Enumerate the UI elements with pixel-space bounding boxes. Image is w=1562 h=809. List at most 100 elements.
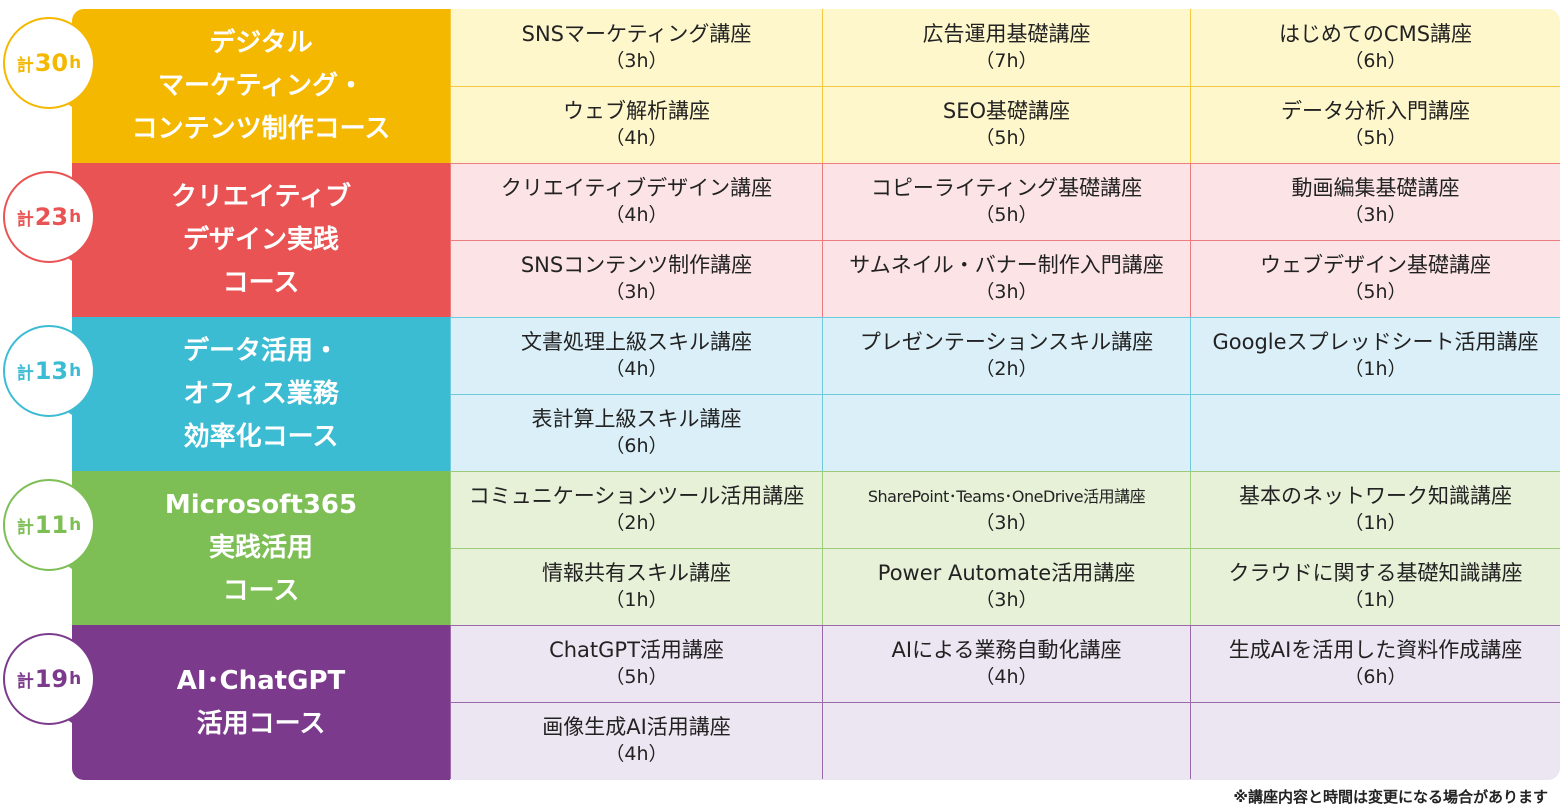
lecture-name: AIによる業務自動化講座	[891, 638, 1122, 662]
lecture-hours: （5h）	[975, 127, 1038, 149]
course-title: クリエイティブデザイン実践コース	[72, 163, 450, 317]
course-title-line: クリエイティブ	[171, 181, 351, 212]
lecture-name: コミュニケーションツール活用講座	[468, 484, 805, 508]
lecture-cell: クラウドに関する基礎知識講座 （1h）	[1190, 548, 1560, 625]
lecture-hours: （1h）	[1344, 512, 1407, 534]
lecture-hours: （4h）	[975, 666, 1038, 688]
lecture-hours: （6h）	[1344, 49, 1407, 72]
total-unit: h	[69, 515, 82, 535]
lecture-cell: コピーライティング基礎講座（5h）	[822, 163, 1190, 240]
lecture-name: ChatGPT活用講座	[549, 638, 724, 662]
lecture-hours: （4h）	[605, 743, 668, 765]
lecture-cell: プレゼンテーションスキル講座 （2h）	[822, 317, 1190, 394]
lecture-name: データ分析入門講座	[1281, 99, 1470, 123]
lecture-name: 文書処理上級スキル講座	[521, 330, 752, 354]
lecture-name: プレゼンテーションスキル講座	[859, 330, 1154, 354]
lecture-name: 動画編集基礎講座	[1291, 176, 1460, 200]
lecture-hours: （5h）	[1344, 281, 1407, 303]
lecture-cell: データ分析入門講座（5h）	[1190, 86, 1560, 163]
lecture-cell: Power Automate活用講座 （3h）	[822, 548, 1190, 625]
lecture-grid: ChatGPT活用講座 （5h） AIによる業務自動化講座 （4h） 生成AIを活用した…	[450, 625, 1560, 780]
lecture-hours: （5h）	[605, 666, 668, 688]
lecture-cell: SNSマーケティング講座（3h）	[450, 9, 822, 86]
lecture-hours: （3h）	[975, 512, 1038, 534]
lecture-hours: （4h）	[605, 204, 668, 226]
course-row: データ活用・オフィス業務効率化コース文書処理上級スキル講座（4h）プレゼンテーシ…	[72, 317, 1560, 471]
total-unit: h	[69, 361, 82, 381]
lecture-cell: 文書処理上級スキル講座 （4h）	[450, 317, 822, 394]
lecture-cell: ウェブ解析講座（4h）	[450, 86, 822, 163]
course-title-line: マーケティング・	[158, 70, 364, 101]
lecture-hours: （7h）	[975, 49, 1038, 72]
lecture-cell: 動画編集基礎講座（3h）	[1190, 163, 1560, 240]
lecture-cell: 基本のネットワーク知識講座 （1h）	[1190, 471, 1560, 548]
lecture-grid: SNSマーケティング講座（3h） 広告運用基礎講座 （7h） はじめてのCMS講座 （6…	[450, 9, 1560, 163]
lecture-name: 表計算上級スキル講座	[531, 407, 742, 431]
lecture-cell: 表計算上級スキル講座 （6h）	[450, 394, 822, 471]
lecture-cell: 画像生成AI活用講座 （4h）	[450, 702, 822, 779]
lecture-grid: 文書処理上級スキル講座 （4h） プレゼンテーションスキル講座 （2h） Googleス…	[450, 317, 1560, 471]
lecture-cell: はじめてのCMS講座 （6h）	[1190, 9, 1560, 86]
lecture-cell: 生成AIを活用した資料作成講座 （6h）	[1190, 625, 1560, 702]
lecture-name: Power Automate活用講座	[877, 561, 1136, 585]
total-unit: h	[69, 669, 82, 689]
lecture-name: 生成AIを活用した資料作成講座	[1228, 638, 1523, 662]
lecture-cell: ChatGPT活用講座 （5h）	[450, 625, 822, 702]
total-label: 計	[16, 671, 34, 692]
lecture-hours: （1h）	[1344, 589, 1407, 611]
lecture-hours: （3h）	[605, 49, 668, 72]
lecture-name: はじめてのCMS講座	[1278, 21, 1473, 46]
lecture-hours: （2h）	[605, 512, 668, 534]
lecture-cell	[822, 702, 1190, 779]
lecture-name: SNSコンテンツ制作講座	[520, 253, 753, 277]
lecture-cell	[822, 394, 1190, 471]
lecture-cell: SharePoint･Teams･OneDrive活用講座（3h）	[822, 471, 1190, 548]
course-title-line: デザイン実践	[182, 224, 339, 255]
total-label: 計	[16, 363, 34, 384]
lecture-name: クラウドに関する基礎知識講座	[1228, 561, 1523, 585]
total-label: 計	[16, 209, 34, 230]
lecture-cell: 広告運用基礎講座 （7h）	[822, 9, 1190, 86]
lecture-name: ウェブデザイン基礎講座	[1260, 253, 1491, 277]
lecture-grid: コミュニケーションツール活用講座 （2h） SharePoint･Teams･One…	[450, 471, 1560, 625]
lecture-hours: （6h）	[605, 435, 668, 457]
lecture-name: 情報共有スキル講座	[542, 561, 731, 585]
lecture-hours: （6h）	[1344, 666, 1407, 688]
lecture-cell: Googleスプレッドシート活用講座（1h）	[1190, 317, 1560, 394]
lecture-hours: （4h）	[605, 127, 668, 149]
total-label: 計	[16, 55, 34, 76]
lecture-hours: （5h）	[975, 204, 1038, 226]
lecture-cell: SEO基礎講座（5h）	[822, 86, 1190, 163]
footnote: ※講座内容と時間は変更になる場合があります	[1233, 788, 1548, 806]
lecture-cell: SNSコンテンツ制作講座 （3h）	[450, 240, 822, 317]
course-title-line: コース	[222, 575, 300, 606]
lecture-name: 基本のネットワーク知識講座	[1239, 484, 1512, 508]
course-row: クリエイティブデザイン実践コース クリエイティブデザイン講座 （4h） コピーライティ…	[72, 163, 1560, 317]
lecture-cell: 情報共有スキル講座 （1h）	[450, 548, 822, 625]
lecture-name: 広告運用基礎講座	[922, 21, 1091, 46]
lecture-hours: （2h）	[975, 358, 1038, 380]
lecture-hours: （4h）	[605, 358, 668, 380]
total-value: 23	[34, 203, 69, 231]
lecture-hours: （3h）	[975, 589, 1038, 611]
lecture-hours: （1h）	[1344, 358, 1407, 380]
lecture-name: クリエイティブデザイン講座	[500, 176, 773, 200]
lecture-cell: AIによる業務自動化講座 （4h）	[822, 625, 1190, 702]
course-title-line: 実践活用	[208, 532, 313, 563]
lecture-hours: （3h）	[605, 281, 668, 303]
total-label: 計	[16, 517, 34, 538]
lecture-name: 画像生成AI活用講座	[542, 715, 731, 739]
course-title-line: データ活用・	[182, 335, 339, 366]
lecture-hours: （1h）	[605, 589, 668, 611]
lecture-cell: ウェブデザイン基礎講座 （5h）	[1190, 240, 1560, 317]
course-title-line: AI･ChatGPT	[176, 665, 346, 696]
total-unit: h	[69, 53, 82, 73]
total-value: 30	[34, 49, 69, 77]
